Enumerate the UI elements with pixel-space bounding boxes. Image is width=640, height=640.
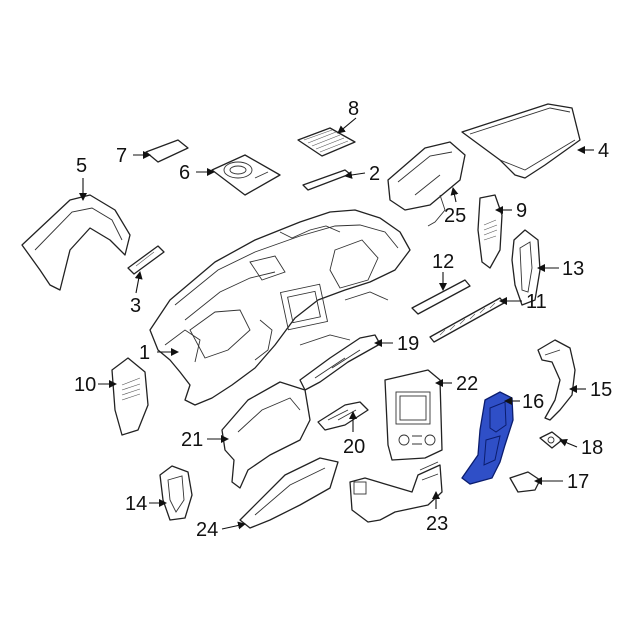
part-long-strip[interactable]	[429, 297, 505, 343]
leader-8	[337, 117, 357, 134]
callout-10[interactable]: 10	[74, 374, 96, 396]
part-knee-panel[interactable]	[221, 381, 311, 489]
part-trim-bar[interactable]	[411, 279, 471, 315]
part-switch[interactable]	[539, 431, 563, 449]
part-side-bezel[interactable]	[511, 229, 541, 306]
part-glovebox[interactable]	[239, 457, 339, 529]
callout-18[interactable]: 18	[581, 437, 603, 459]
part-small-bracket[interactable]	[509, 471, 541, 493]
callout-19[interactable]: 19	[397, 333, 419, 355]
part-vent-bezel[interactable]	[159, 465, 193, 521]
callout-22[interactable]: 22	[456, 373, 478, 395]
part-top-pad[interactable]	[461, 103, 581, 179]
callout-23[interactable]: 23	[426, 513, 448, 535]
part-cupholder-plate[interactable]	[211, 154, 281, 196]
callout-14[interactable]: 14	[125, 493, 147, 515]
leader-25	[450, 187, 459, 203]
leader-2	[344, 171, 366, 179]
part-trim-strip[interactable]	[302, 169, 351, 191]
callout-5[interactable]: 5	[76, 155, 87, 177]
part-cluster-hood[interactable]	[21, 194, 131, 291]
callout-1[interactable]: 1	[139, 342, 150, 364]
callout-9[interactable]: 9	[516, 200, 527, 222]
callout-4[interactable]: 4	[598, 140, 609, 162]
callout-11[interactable]: 11	[526, 291, 547, 313]
callout-24[interactable]: 24	[196, 519, 218, 541]
callout-16[interactable]: 16	[522, 391, 544, 413]
part-lower-trim[interactable]	[317, 401, 369, 431]
part-airbag-module[interactable]	[387, 141, 466, 227]
part-speaker-grille[interactable]	[297, 127, 356, 157]
part-side-vent-left[interactable]	[111, 357, 149, 436]
callout-2[interactable]: 2	[369, 163, 380, 185]
callout-7[interactable]: 7	[116, 145, 127, 167]
leader-24	[221, 521, 246, 530]
part-center-trim[interactable]	[537, 339, 576, 421]
part-upper-trim[interactable]	[299, 334, 381, 391]
callout-6[interactable]: 6	[179, 162, 190, 184]
callout-13[interactable]: 13	[562, 258, 584, 280]
callout-25[interactable]: 25	[444, 205, 466, 227]
part-bracket[interactable]	[127, 245, 165, 275]
callout-12[interactable]: 12	[432, 251, 454, 273]
callout-15[interactable]: 15	[590, 379, 612, 401]
part-highlighted-trim-panel[interactable]	[461, 391, 514, 485]
leader-3	[134, 271, 143, 294]
callout-21[interactable]: 21	[181, 429, 203, 451]
callout-17[interactable]: 17	[567, 471, 589, 493]
callout-3[interactable]: 3	[130, 295, 141, 317]
leader-18	[559, 438, 578, 448]
part-small-cover[interactable]	[145, 139, 189, 163]
part-instrument-panel[interactable]	[149, 209, 411, 406]
part-side-vent-right[interactable]	[477, 194, 503, 269]
callout-8[interactable]: 8	[348, 98, 359, 120]
callout-20[interactable]: 20	[343, 436, 365, 458]
part-radio-control-unit[interactable]	[384, 369, 443, 461]
